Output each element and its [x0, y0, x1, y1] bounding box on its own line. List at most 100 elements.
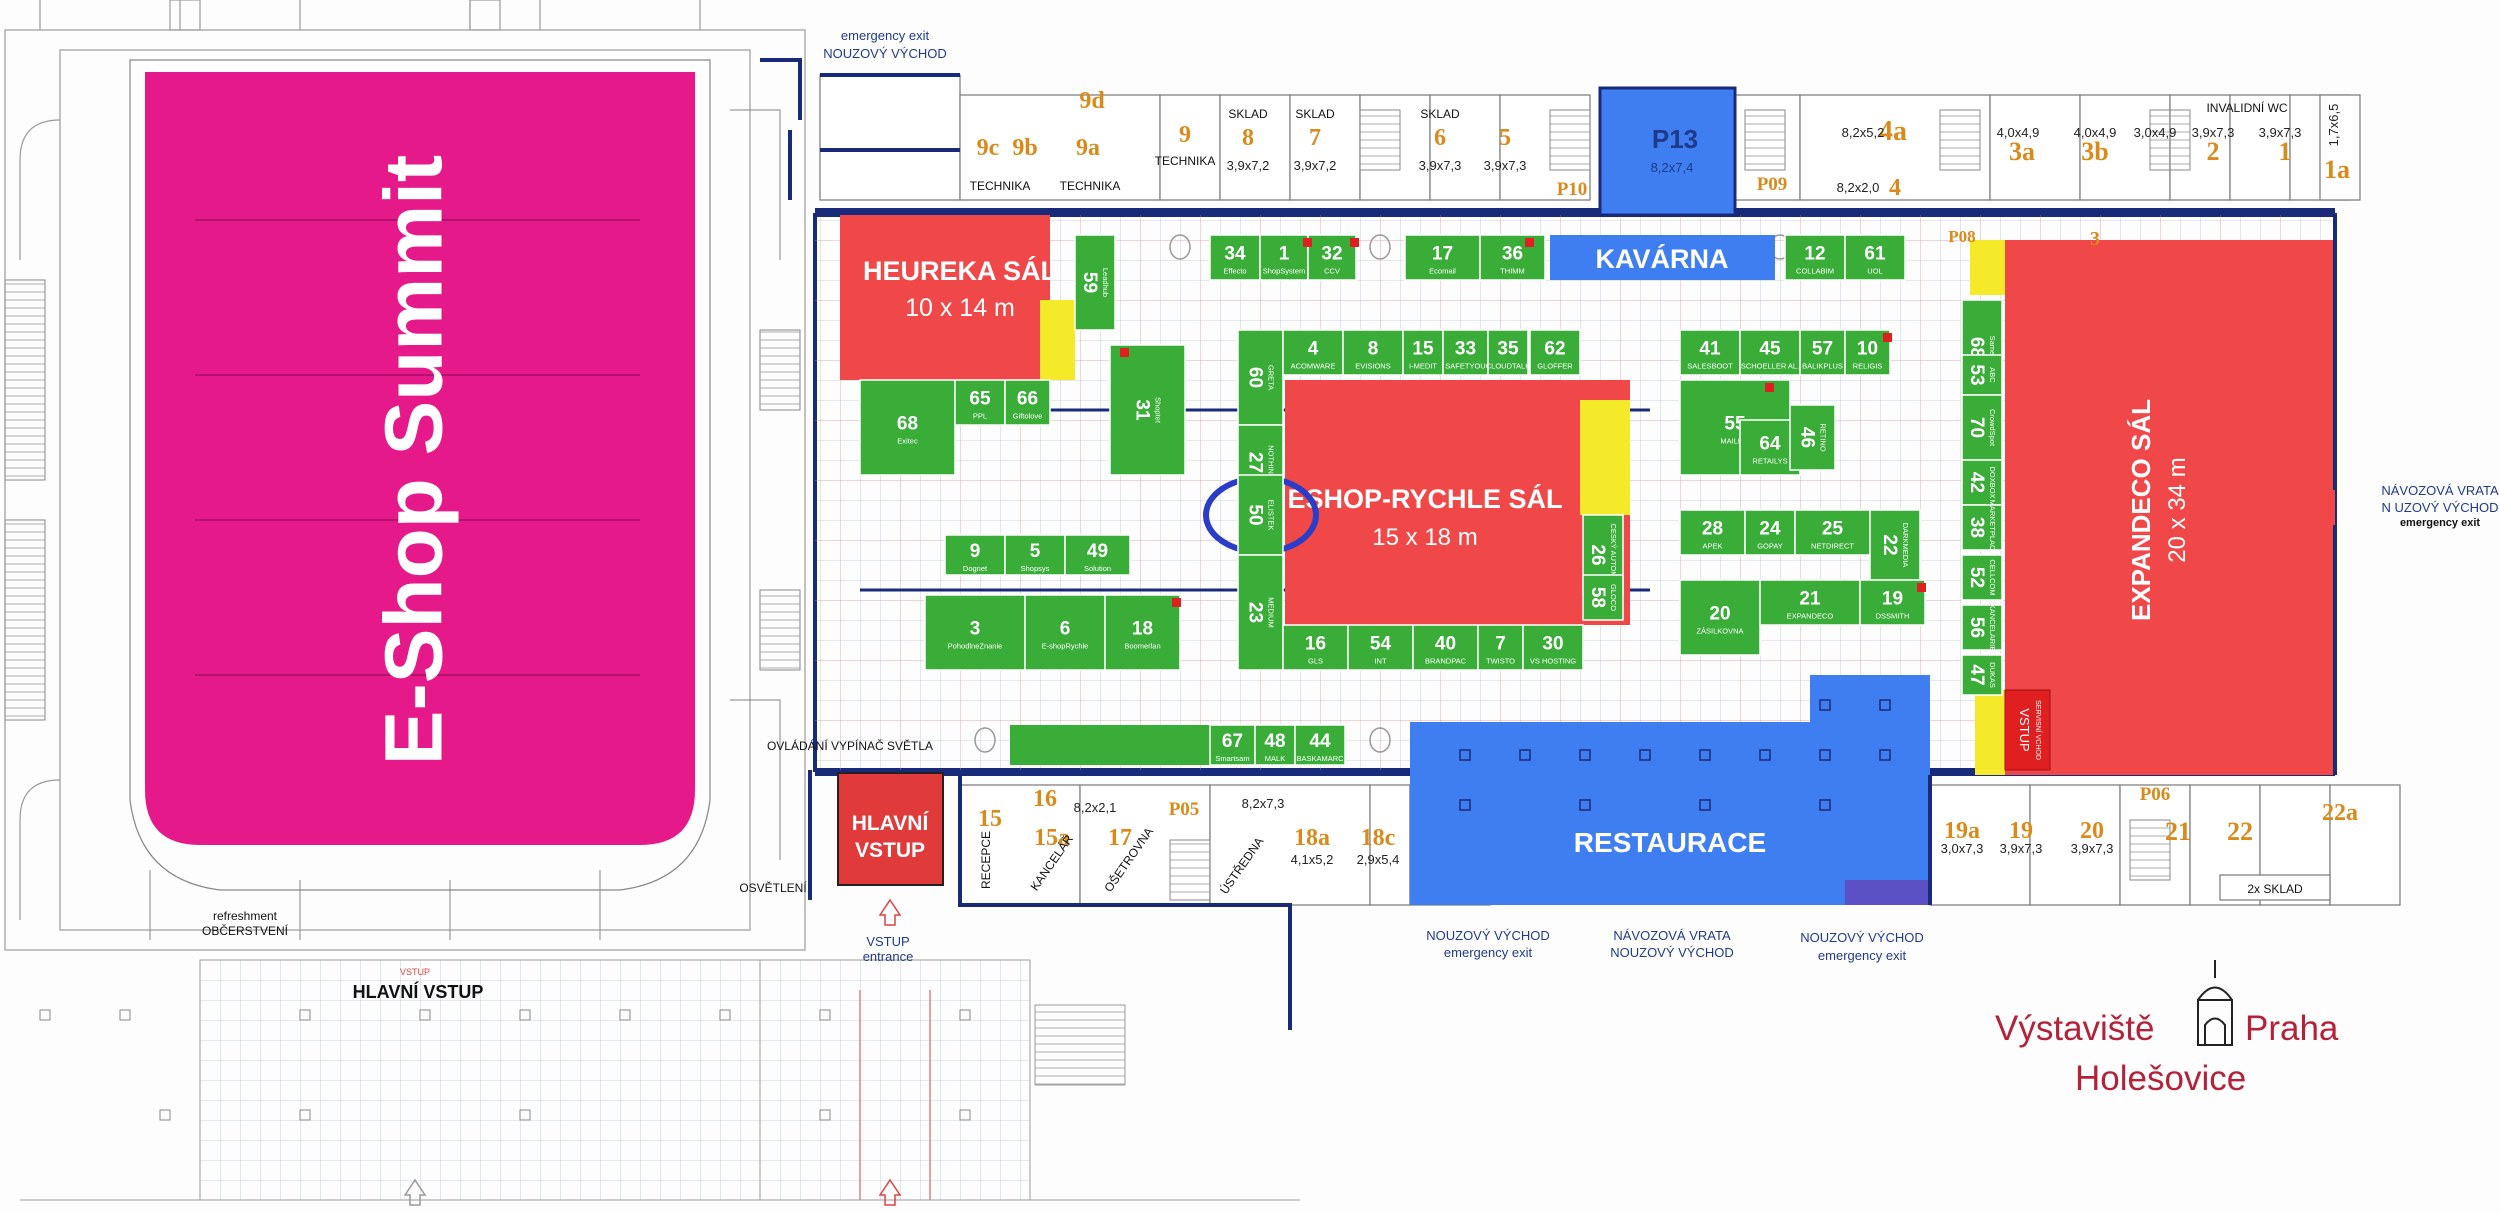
booth-15[interactable]: 15I-MEDIT — [1402, 329, 1444, 376]
summit-outline — [129, 59, 711, 891]
room-number: 18a — [1294, 825, 1330, 851]
eshop-summit-hall[interactable] — [145, 72, 695, 845]
room-number: 15a — [1034, 825, 1070, 851]
booth-number: 50 — [1244, 504, 1265, 525]
booth-number: 62 — [1544, 339, 1565, 360]
booth-exhibitor: ELISTEK — [1267, 500, 1276, 531]
booth-exhibitor: Shopsys — [1021, 564, 1050, 573]
booth-exhibitor: SAFETYOU — [1445, 362, 1485, 371]
room-number: 3a — [2009, 137, 2035, 166]
service-entry-box[interactable] — [2004, 689, 2051, 771]
restaurace-area[interactable] — [1410, 675, 1930, 905]
booth-exhibitor: ZÁSILKOVNA — [1696, 627, 1743, 636]
booth-number: 53 — [1966, 364, 1987, 385]
recepce-label: RECEPCE — [979, 831, 993, 889]
p13-room[interactable] — [1598, 86, 1737, 217]
heureka-hall[interactable] — [840, 215, 1050, 380]
entrance-arrows — [403, 898, 902, 1206]
dim-r1: 3,9x7,3 — [2259, 125, 2302, 140]
booth-exhibitor: BRANDPAC — [1425, 657, 1467, 666]
booth-box — [1522, 624, 1584, 671]
booth-exhibitor: RELIGIS — [1853, 362, 1883, 371]
booth-number: 25 — [1822, 519, 1844, 540]
kavarna-area[interactable] — [1550, 235, 1775, 280]
booth-box — [1004, 534, 1066, 576]
logo-line1: Výstaviště — [1995, 1009, 2155, 1048]
booth-6[interactable]: 6E-shopRychle — [1024, 594, 1106, 671]
booth-number: 7 — [1495, 634, 1506, 655]
booth-box — [1004, 379, 1051, 426]
booth-box — [1961, 604, 2003, 651]
booth-exhibitor: CLOUDTALK — [1486, 362, 1530, 371]
booth-exhibitor: Giftolove — [1013, 412, 1043, 421]
booth-number: 44 — [1309, 731, 1331, 752]
eshop-rychle-hall[interactable] — [1285, 380, 1630, 625]
technika-label-2: TECHNIKA — [1060, 179, 1121, 193]
booth-number: 21 — [1799, 589, 1821, 610]
booth-box — [1961, 554, 2003, 601]
expandeco-hall[interactable] — [2005, 240, 2335, 775]
booth-box — [1794, 509, 1871, 556]
main-entrance-box[interactable] — [837, 772, 944, 886]
bottom-exit-1-cz: NOUZOVÝ VÝCHOD — [1426, 928, 1550, 943]
osvetleni-label: OSVĚTLENÍ — [739, 880, 807, 895]
booth-number: 22 — [1879, 534, 1900, 555]
booth-corner-marker — [1525, 238, 1534, 247]
